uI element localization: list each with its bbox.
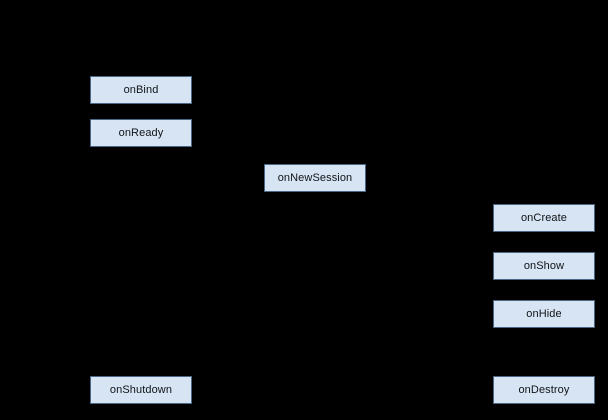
node-on-show[interactable]: onShow <box>493 252 595 280</box>
node-on-new-session[interactable]: onNewSession <box>264 164 366 192</box>
node-label-on-show: onShow <box>523 259 565 272</box>
node-label-on-new-session: onNewSession <box>277 171 353 184</box>
node-label-on-hide: onHide <box>526 307 562 320</box>
node-label-on-ready: onReady <box>118 126 164 139</box>
node-on-destroy[interactable]: onDestroy <box>493 376 595 404</box>
node-on-ready[interactable]: onReady <box>90 119 192 147</box>
node-on-hide[interactable]: onHide <box>493 300 595 328</box>
node-label-on-bind: onBind <box>123 83 159 96</box>
node-on-bind[interactable]: onBind <box>90 76 192 104</box>
node-label-on-create: onCreate <box>520 211 568 224</box>
node-label-on-destroy: onDestroy <box>518 383 570 396</box>
node-on-create[interactable]: onCreate <box>493 204 595 232</box>
node-label-on-shutdown: onShutdown <box>109 383 173 396</box>
node-on-shutdown[interactable]: onShutdown <box>90 376 192 404</box>
